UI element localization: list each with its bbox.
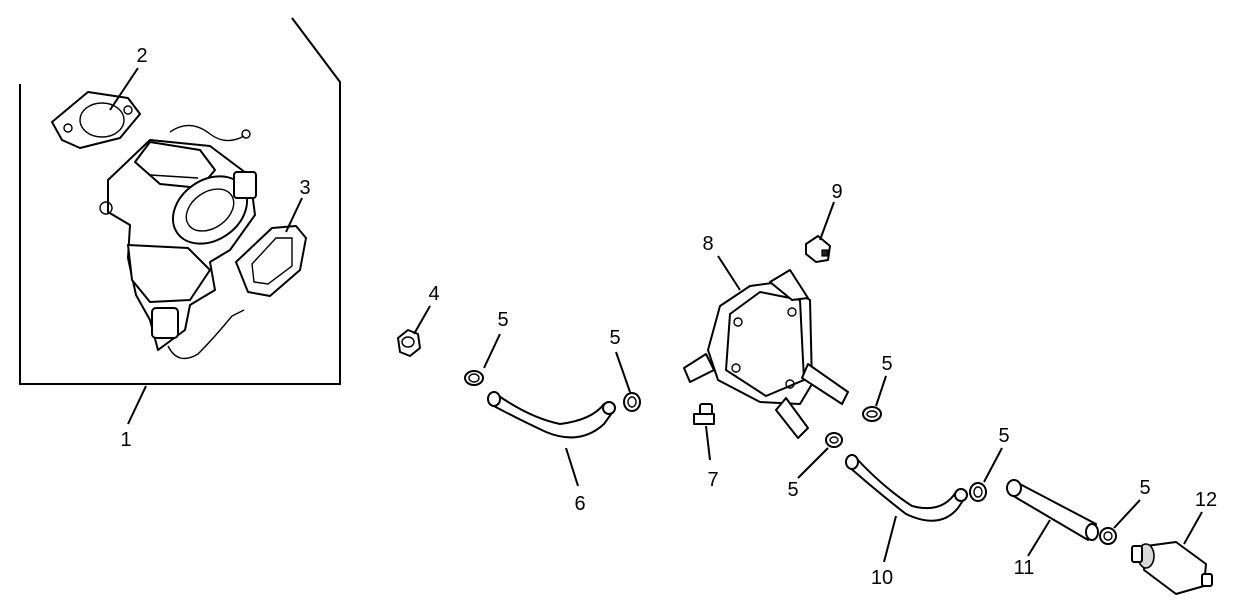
fuel-hose-part: [487, 391, 616, 439]
carburetor-assembly-box: [19, 17, 341, 385]
hose-clamp-part: [825, 432, 843, 448]
fitting-part: [805, 235, 831, 263]
hose-clamp-part: [969, 482, 987, 502]
callout-5-f: 5: [1139, 477, 1150, 499]
callout-3: 3: [299, 177, 310, 199]
fuel-hose-part: [845, 454, 968, 522]
fuel-hose-part: [1006, 479, 1099, 541]
callout-5-d: 5: [787, 479, 798, 501]
callout-5-e: 5: [998, 425, 1009, 447]
callout-1: 1: [120, 429, 131, 451]
carburetor-part: [99, 124, 257, 360]
callout-5-a: 5: [497, 309, 508, 331]
hose-clamp-part: [464, 370, 484, 386]
callout-10: 10: [871, 567, 893, 589]
callout-5-b: 5: [609, 327, 620, 349]
hose-clamp-part: [623, 392, 641, 412]
callout-12: 12: [1195, 489, 1217, 511]
fuel-pump-part: [683, 269, 849, 439]
intake-gasket-part: [235, 225, 307, 297]
callout-2: 2: [136, 45, 147, 67]
callout-6: 6: [574, 493, 585, 515]
callout-9: 9: [831, 181, 842, 203]
hose-clamp-part: [1099, 527, 1117, 545]
carburetor-gasket-part: [51, 91, 141, 149]
callout-7: 7: [707, 469, 718, 491]
callout-5-c: 5: [881, 353, 892, 375]
hose-clamp-part: [862, 406, 882, 422]
fuel-filter-part: [1131, 541, 1213, 595]
callout-8: 8: [702, 233, 713, 255]
callout-11: 11: [1014, 557, 1035, 579]
callout-4: 4: [428, 283, 439, 305]
screw-part: [693, 403, 715, 425]
nut-part: [397, 329, 421, 357]
leader-lines: [109, 67, 1203, 563]
